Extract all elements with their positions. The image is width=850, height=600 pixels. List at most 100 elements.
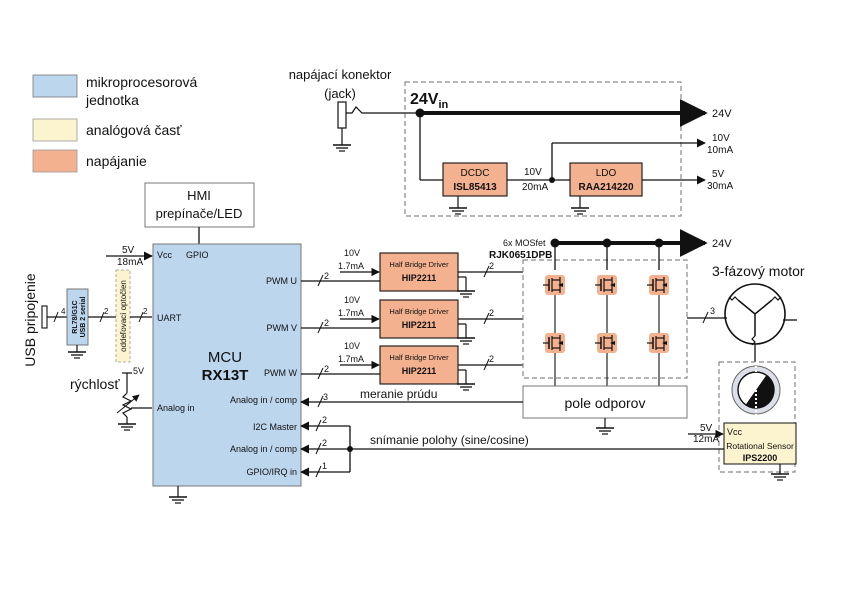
sensor-supply-voltage: 5V	[700, 423, 713, 434]
rail-24v-label: 24V	[712, 108, 732, 120]
power-connector-label-1: napájací konektor	[289, 67, 392, 82]
pin-uart: UART	[157, 313, 182, 323]
power-connector-label-2: (jack)	[324, 86, 356, 101]
legend-label-analog: analógová časť	[86, 122, 182, 138]
driver-part-v: HIP2211	[402, 320, 437, 330]
legend-label-mcu-1: mikroprocesorová	[86, 74, 197, 90]
speed-section: rýchlosť 5V	[70, 366, 152, 431]
mid-rail-current: 20mA	[522, 182, 548, 193]
legend-swatch-power	[32, 149, 78, 173]
potentiometer-icon	[121, 392, 133, 418]
shunt-bus-width: 3	[323, 392, 328, 402]
shunt-label: pole odporov	[565, 395, 646, 411]
optocoupler-block	[115, 269, 131, 363]
mcu-supply-current: 18mA	[117, 257, 143, 268]
pwm-width-v: 2	[324, 318, 329, 328]
hmi-section: HMI prepínače/LED	[144, 182, 255, 244]
comp-bus-width: 2	[322, 438, 327, 448]
power-dashed-boundary	[404, 81, 682, 217]
driver-out-width-w: 2	[489, 354, 494, 364]
mcu-section: MCU RX13T Vcc GPIO UART Analog in PWM U …	[106, 243, 302, 504]
sensor-dashed-boundary	[718, 361, 796, 473]
usb-uart-width-left: 2	[104, 307, 109, 316]
driver-supply-voltage-u: 10V	[344, 248, 360, 258]
speed-supply: 5V	[133, 366, 144, 376]
driver-out-width-v: 2	[489, 308, 494, 318]
mosfet-5-icon	[646, 274, 670, 296]
vin-label: 24Vin	[410, 91, 449, 111]
legend: mikroprocesorová jednotka analógová časť…	[32, 74, 197, 173]
mcu-part: RX13T	[202, 367, 249, 384]
rail-5v-current: 30mA	[707, 181, 733, 192]
mosfet-section: 6x MOSfet RJK0651DPB 24V	[489, 229, 732, 386]
driver-out-width-u: 2	[489, 261, 494, 271]
motor-bus-width: 3	[710, 306, 715, 316]
shunt-section: pole odporov meranie prúdu 3	[300, 385, 688, 435]
ldo-part: RAA214220	[578, 182, 633, 193]
pin-pwm-w: PWM W	[264, 368, 297, 378]
svg-text:mikroprocesorová: mikroprocesorová	[86, 74, 197, 90]
position-label: snímanie polohy (sine/cosine)	[370, 433, 529, 447]
driver-supply-current-v: 1.7mA	[338, 308, 364, 318]
pin-vcc: Vcc	[157, 250, 173, 260]
pin-analog-comp: Analog in / comp	[230, 395, 297, 405]
pwm-width-w: 2	[324, 364, 329, 374]
pin-i2c-master: I2C Master	[253, 422, 297, 432]
motor-section: 3-fázový motor 3	[687, 263, 805, 362]
usb-label: USB pripojenie	[22, 273, 38, 367]
driver-supply-voltage-v: 10V	[344, 295, 360, 305]
optocoupler-label: oddeľovací optočlen	[119, 280, 128, 352]
jack-connector	[337, 101, 347, 129]
mosfet-title-2: RJK0651DPB	[489, 250, 552, 261]
rotational-sensor-block	[723, 422, 797, 465]
legend-label-mcu-2: jednotka	[85, 92, 139, 108]
rail-10v-current: 10mA	[707, 145, 733, 156]
mcu-block	[152, 243, 302, 487]
current-measure-label: meranie prúdu	[360, 387, 437, 401]
legend-swatch-analog	[32, 118, 78, 142]
mosfet-title-1: 6x MOSfet	[503, 238, 546, 248]
sensor-section: Vcc Rotational Sensor IPS2200 5V 12mA	[688, 361, 797, 481]
irq-bus-width: 1	[322, 461, 327, 471]
usb-port-icon	[41, 305, 48, 329]
driver-block-v	[379, 299, 459, 339]
mosfet-array	[542, 238, 670, 386]
mosfet-supply-label: 24V	[712, 238, 732, 250]
mosfet-2-icon	[542, 332, 566, 354]
pin-gpio-irq: GPIO/IRQ in	[246, 467, 297, 477]
pin-pwm-u: PWM U	[266, 276, 297, 286]
rail-10v-voltage: 10V	[712, 133, 730, 144]
mid-rail-voltage: 10V	[524, 167, 542, 178]
legend-label-power: napájanie	[86, 153, 147, 169]
sensor-supply-current: 12mA	[693, 434, 719, 445]
speed-label: rýchlosť	[70, 376, 120, 392]
mosfet-1-icon	[542, 274, 566, 296]
usb-uart-width-right: 2	[143, 307, 148, 316]
sensor-vcc-pin: Vcc	[727, 427, 743, 437]
usb-section: USB pripojenie 4 RL78/G1C USB 2 serial 2…	[22, 269, 152, 367]
usb-chip-part: RL78/G1C	[72, 300, 79, 333]
sensor-part: IPS2200	[743, 453, 778, 463]
svg-text:jednotka: jednotka	[85, 92, 139, 108]
ldo-name: LDO	[596, 168, 617, 179]
rail-5v-voltage: 5V	[712, 169, 725, 180]
sensor-name: Rotational Sensor	[726, 441, 794, 451]
driver-name-v: Half Bridge Driver	[389, 307, 449, 316]
hmi-block	[144, 182, 255, 228]
dcdc-part: ISL85413	[453, 182, 497, 193]
mosfet-3-icon	[594, 274, 618, 296]
mosfet-dashed-boundary	[522, 259, 688, 379]
hmi-title: HMI	[187, 188, 211, 203]
driver-supply-current-u: 1.7mA	[338, 261, 364, 271]
hmi-subtitle: prepínače/LED	[156, 206, 243, 221]
legend-swatch-mcu	[32, 74, 78, 98]
pin-pwm-v: PWM V	[267, 323, 298, 333]
mosfet-6-icon	[646, 332, 670, 354]
i2c-bus-width: 2	[322, 415, 327, 425]
dcdc-name: DCDC	[461, 168, 490, 179]
pin-gpio: GPIO	[186, 250, 209, 260]
